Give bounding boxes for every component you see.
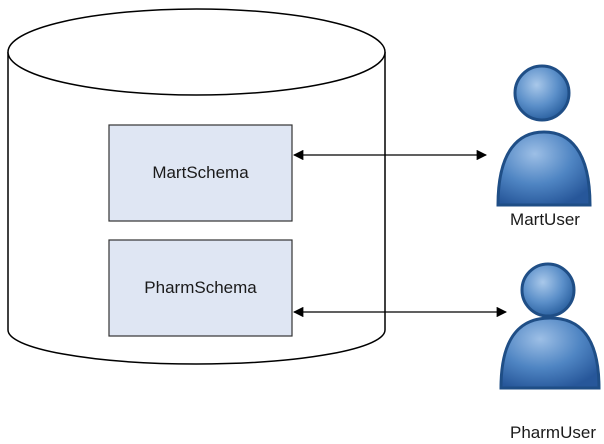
schema-label-mart: MartSchema [152,163,249,182]
schema-box-mart: MartSchema [108,124,293,222]
schema-box-pharm: PharmSchema [108,239,293,337]
user-label-mart: MartUser [510,210,580,229]
user-pharm: PharmUser [499,262,601,442]
user-mart: MartUser [496,64,592,229]
user-label-pharm: PharmUser [510,423,596,442]
cylinder-top [7,8,386,96]
schema-box-mart-rect [108,124,293,222]
schema-box-pharm-rect [108,239,293,337]
schema-label-pharm: PharmSchema [144,278,257,297]
user-icon [499,262,601,390]
user-icon [496,64,592,207]
